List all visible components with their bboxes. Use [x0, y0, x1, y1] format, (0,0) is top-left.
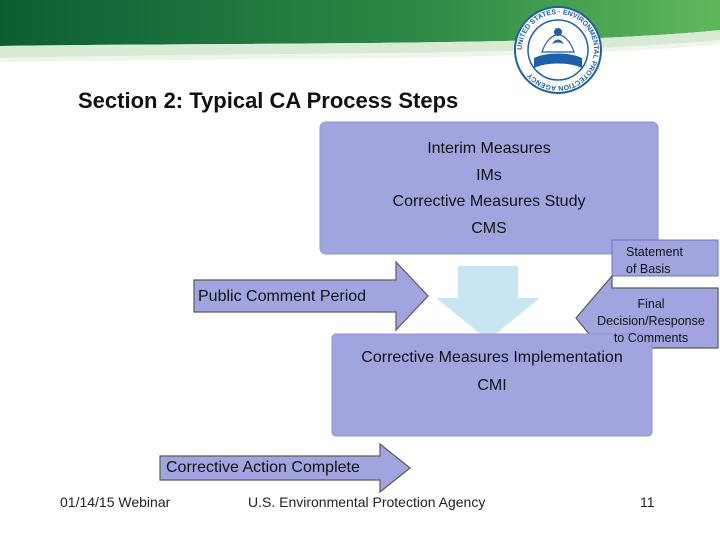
- down-arrow: [436, 266, 540, 340]
- top-box-line4: CMS: [471, 219, 507, 237]
- interim-measures-text: Interim Measures IMs Corrective Measures…: [320, 136, 658, 242]
- top-box-line2: IMs: [476, 166, 502, 184]
- statement-of-basis-text: Statement of Basis: [612, 244, 714, 278]
- footer-date: 01/14/15 Webinar: [60, 494, 171, 510]
- cmi-line2: CMI: [477, 377, 507, 394]
- top-box-line1: Interim Measures: [427, 140, 551, 157]
- statement-of-basis-box: [611, 239, 719, 277]
- slide-title: Section 2: Typical CA Process Steps: [78, 88, 459, 113]
- final-line1: Final: [637, 297, 665, 311]
- cmi-box: [331, 333, 653, 437]
- action-complete-label: Corrective Action Complete: [166, 459, 360, 476]
- public-comment-label: Public Comment Period: [198, 288, 367, 305]
- footer-page-number: 11: [640, 494, 655, 510]
- top-box-line3: Corrective Measures Study: [392, 193, 586, 210]
- cmi-text: Corrective Measures Implementation CMI: [332, 344, 652, 400]
- footer-agency: U.S. Environmental Protection Agency: [248, 494, 486, 510]
- statement-line2: of Basis: [626, 262, 671, 276]
- final-line3: to Comments: [613, 331, 689, 345]
- epa-seal-logo: UNITED STATES · ENVIRONMENTAL PROTECTION…: [514, 6, 602, 94]
- final-line2: Decision/Response: [597, 314, 705, 328]
- cmi-line1: Corrective Measures Implementation: [361, 349, 623, 366]
- final-decision-text: Final Decision/Response to Comments: [586, 296, 716, 347]
- statement-line1: Statement: [626, 245, 683, 259]
- public-comment-arrow: [193, 260, 429, 332]
- action-complete-arrow: [159, 442, 411, 494]
- interim-measures-box: [319, 121, 659, 255]
